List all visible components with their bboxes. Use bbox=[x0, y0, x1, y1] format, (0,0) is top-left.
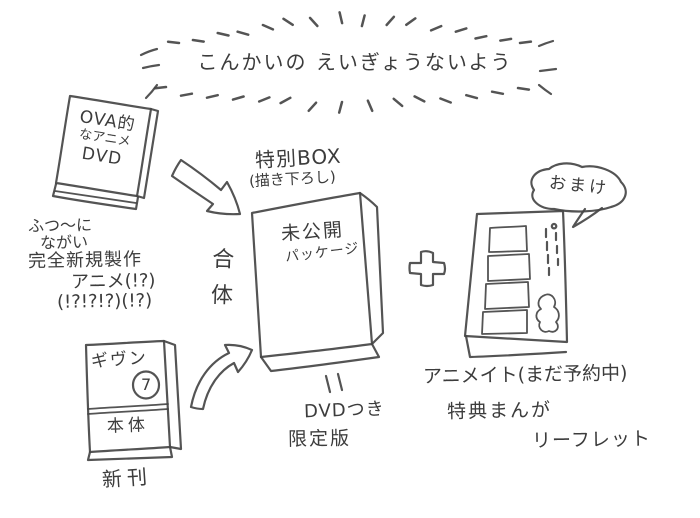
book-title: ギヴン bbox=[90, 348, 149, 372]
text-line-marks bbox=[544, 222, 560, 277]
volume-circle bbox=[131, 370, 161, 400]
book-note: 新刊 bbox=[101, 464, 153, 492]
merge-arrow-top bbox=[170, 158, 242, 216]
result-label-line: 限定版 bbox=[287, 427, 352, 451]
bonus-note-line: 特典まんが bbox=[446, 399, 553, 423]
speech-bubble bbox=[530, 162, 627, 229]
special-box-cover-line: 未公開 bbox=[280, 218, 345, 246]
sunburst-rays bbox=[153, 11, 533, 114]
merge-label: 合体 bbox=[206, 246, 234, 320]
bonus-note-line: アニメイト(まだ予約中) bbox=[422, 362, 628, 388]
book-volume-number: 7 bbox=[141, 375, 152, 394]
blob-doodle bbox=[535, 293, 560, 333]
sunburst-side-marks bbox=[139, 39, 558, 100]
bonus-note-line: リーフレット bbox=[531, 427, 652, 453]
page-title: こんかいの えいぎょうないよう bbox=[197, 50, 513, 74]
merge-arrow-bottom bbox=[189, 343, 254, 411]
plus-icon bbox=[408, 250, 447, 288]
dvd-case-drawing bbox=[51, 94, 160, 211]
result-label-line: DVDつき bbox=[303, 398, 386, 423]
dvd-cover-label: OVA的 なアニメ DVD bbox=[56, 96, 151, 196]
dvd-note-line: 完全新規製作 bbox=[27, 249, 143, 272]
book-drawing bbox=[84, 339, 183, 462]
equals-sign bbox=[324, 372, 344, 394]
leaflet-drawing bbox=[463, 209, 569, 359]
special-box-drawing bbox=[250, 191, 385, 373]
dvd-note-line: (!?!?!?)(!?) bbox=[56, 290, 153, 313]
book-body-label: 本体 bbox=[106, 415, 150, 437]
